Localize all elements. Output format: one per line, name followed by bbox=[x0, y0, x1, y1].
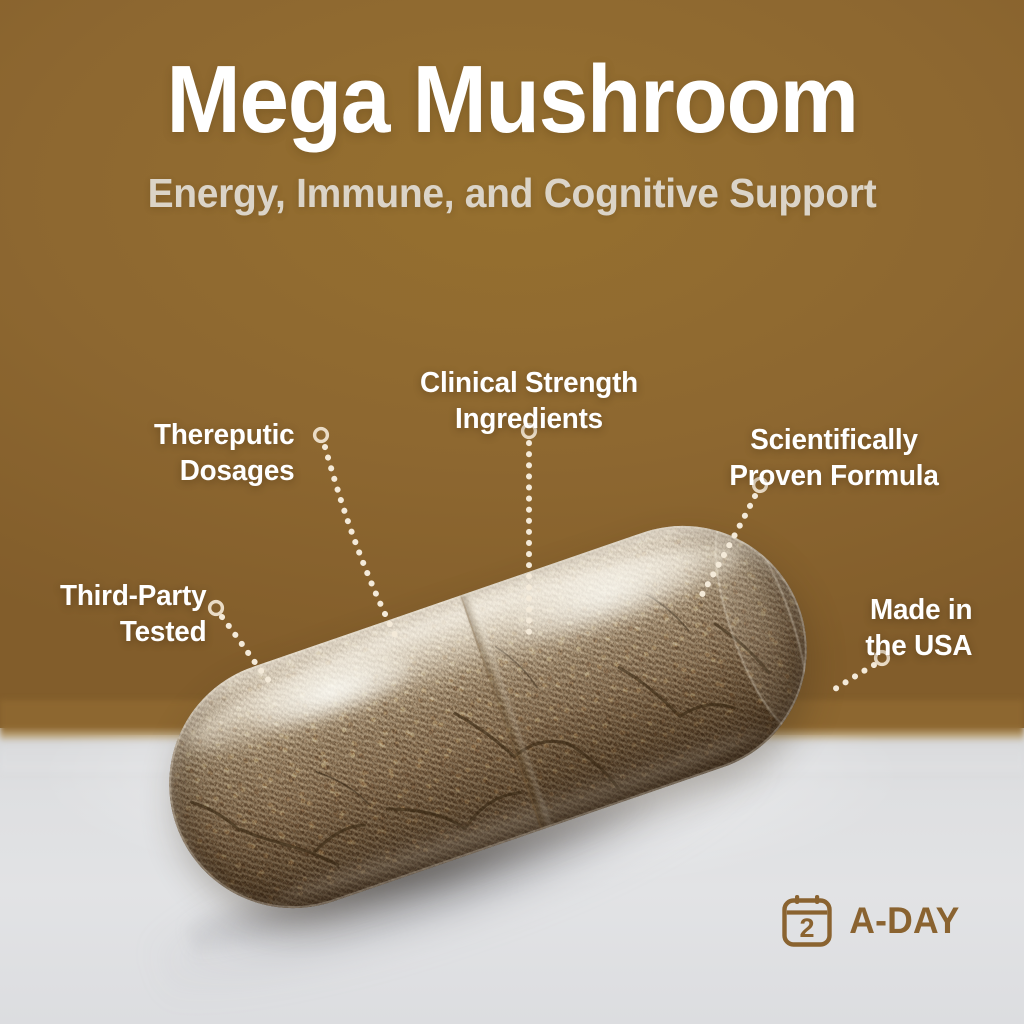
calendar-icon: 2 bbox=[782, 895, 832, 947]
callout-third-party-tested: Third-Party Tested bbox=[34, 544, 207, 650]
header-block: Mega Mushroom Energy, Immune, and Cognit… bbox=[0, 52, 1024, 217]
callout-label: Made in the USA bbox=[865, 594, 973, 662]
callout-label: Clinical Strength Ingredients bbox=[420, 367, 638, 435]
page-title: Mega Mushroom bbox=[166, 46, 859, 153]
callout-clinical-strength: Clinical Strength Ingredients bbox=[385, 331, 673, 437]
badge-count: 2 bbox=[799, 913, 814, 943]
product-capsule-image bbox=[132, 492, 848, 1024]
callout-label: Thereputic Dosages bbox=[154, 419, 295, 487]
callout-label: Third-Party Tested bbox=[60, 580, 207, 648]
dosage-badge: 2 A-DAY bbox=[780, 893, 962, 949]
badge-label: A-DAY bbox=[849, 900, 960, 941]
callout-scientifically-proven: Scientifically Proven Formula bbox=[705, 388, 962, 494]
callout-made-in-usa: Made in the USA bbox=[794, 558, 973, 664]
callout-thereputic-dosages: Thereputic Dosages bbox=[124, 383, 295, 489]
page-subtitle: Energy, Immune, and Cognitive Support bbox=[147, 170, 877, 216]
callout-label: Scientifically Proven Formula bbox=[729, 424, 939, 492]
